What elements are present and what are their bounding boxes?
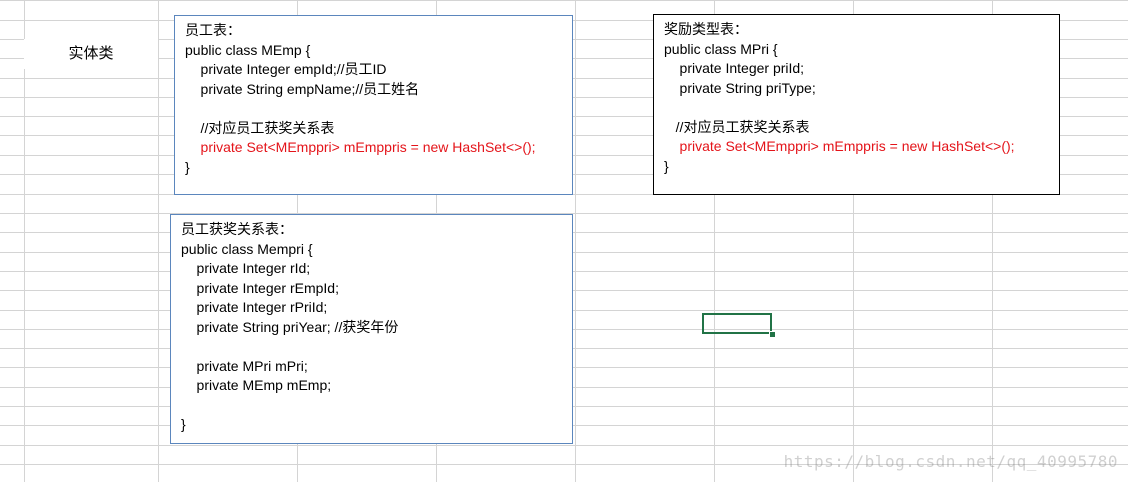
mpri-code-line [664, 98, 1049, 118]
mpri-class-textbox[interactable]: 奖励类型表： public class MPri { private Intege… [653, 14, 1060, 195]
grid-col-line [853, 0, 854, 482]
mempri-class-textbox[interactable]: 员工获奖关系表： public class Mempri { private In… [170, 214, 573, 444]
mpri-code-line: private Set<MEmppri> mEmppris = new Hash… [664, 138, 1015, 154]
grid-row-line [0, 0, 1128, 1]
mempri-code-line: private Integer rPriId; [181, 299, 328, 315]
grid-col-line [992, 0, 993, 482]
memp-code-line: //对应员工获奖关系表 [185, 119, 335, 136]
grid-row-line [0, 445, 1128, 446]
grid-row-line [0, 213, 1128, 214]
mempri-code-line: public class Mempri { [181, 240, 313, 257]
memp-code-line: private String empName;//员工姓名 [185, 80, 420, 97]
memp-code-line: 员工表： [185, 22, 241, 38]
mpri-code-line: public class MPri { [664, 40, 778, 57]
memp-code-line: public class MEmp { [185, 41, 311, 58]
mempri-code-line: private Integer rEmpId; [181, 279, 339, 296]
mpri-code-line: private String priType; [664, 79, 816, 96]
mempri-code-line: } [181, 416, 186, 432]
watermark: https://blog.csdn.net/qq_40995780 [783, 452, 1118, 471]
mpri-code-line: 奖励类型表： [664, 21, 748, 37]
selected-cell[interactable] [702, 313, 772, 334]
memp-code-line: } [185, 158, 190, 175]
mpri-code-line: private Integer priId; [664, 60, 805, 76]
mempri-code-line: private MPri mPri; [181, 357, 308, 374]
mpri-code-line: //对应员工获奖关系表 [664, 118, 810, 135]
fill-handle[interactable] [769, 331, 776, 338]
entity-class-label-cell[interactable]: 实体类 [24, 39, 158, 69]
mpri-code-line: } [664, 157, 669, 174]
memp-code-line: private Set<MEmppri> mEmppris = new Hash… [185, 139, 536, 155]
grid-col-line [575, 0, 576, 482]
mempri-code-line: private String priYear; //获奖年份 [181, 318, 399, 335]
mempri-code-line: private Integer rId; [181, 260, 311, 276]
memp-code-line [185, 99, 562, 119]
grid-col-line [714, 0, 715, 482]
mempri-code-line [181, 396, 562, 416]
memp-class-textbox[interactable]: 员工表： public class MEmp { private Integer … [174, 15, 573, 195]
mempri-code-line [181, 337, 562, 357]
mempri-code-line: private MEmp mEmp; [181, 377, 332, 393]
memp-code-line: private Integer empId;//员工ID [185, 61, 387, 77]
grid-col-line [24, 0, 25, 482]
grid-row-line [0, 464, 1128, 465]
mempri-code-line: 员工获奖关系表： [181, 221, 293, 237]
grid-col-line [158, 0, 159, 482]
